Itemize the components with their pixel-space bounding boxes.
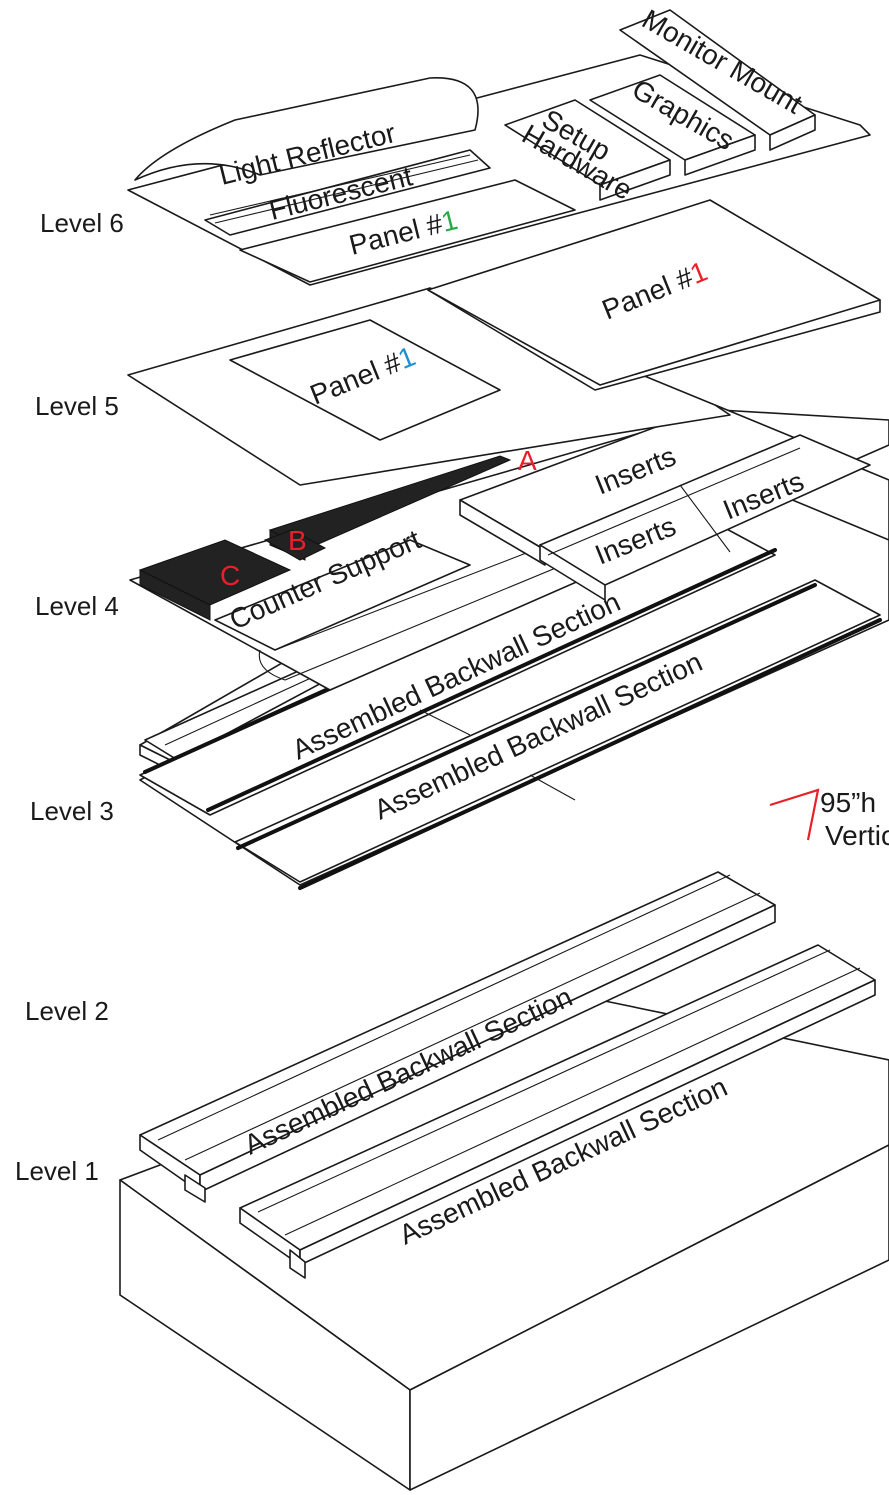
level5-panel-left — [229, 319, 501, 441]
level-2-label: Level 2 — [25, 996, 109, 1026]
level-3-label: Level 3 — [30, 796, 114, 826]
level6-panel-green — [239, 179, 576, 283]
dark-block-c — [138, 539, 292, 621]
level1-backwall-section-a — [139, 871, 776, 1203]
level5-panel-right — [427, 199, 881, 386]
vertical-callout: 95”h Vertic — [769, 787, 889, 851]
light-reflector — [134, 77, 479, 181]
level-4-label: Level 4 — [35, 591, 119, 621]
crate-box — [119, 999, 889, 1491]
fluorescent-tube — [204, 149, 491, 236]
inserts-stacks — [459, 404, 871, 601]
level-1-label: Level 1 — [15, 1156, 99, 1186]
marker-a: A — [518, 445, 537, 476]
dark-block-b — [263, 529, 327, 561]
callout-vertical-text: Vertic — [825, 820, 889, 851]
level-5-label: Level 5 — [35, 391, 119, 421]
setup-hardware-box — [504, 99, 671, 201]
marker-c: C — [220, 560, 240, 591]
level3-backwall-section-b — [234, 579, 882, 890]
callout-height-text: 95”h — [820, 787, 876, 818]
level-6-label: Level 6 — [40, 208, 124, 238]
graphics-box — [589, 74, 756, 176]
monitor-mount-box — [619, 9, 816, 151]
level1-backwall-section-b — [239, 944, 876, 1279]
marker-b: B — [288, 525, 307, 556]
